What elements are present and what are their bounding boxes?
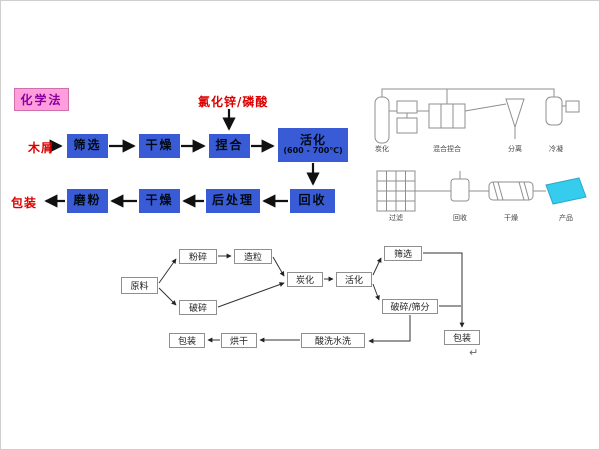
- filter-press: [376, 170, 416, 212]
- activation-title: 活化: [299, 133, 326, 147]
- node-raw-material: 原料: [121, 277, 158, 294]
- dryer-drum: [488, 181, 534, 201]
- step-drying-2: 干燥: [139, 189, 180, 213]
- node-granulate: 造粒: [234, 249, 272, 264]
- node-crush-sieve: 破碎/筛分: [382, 299, 438, 314]
- equipment-label-carbonization: 炭化: [375, 145, 389, 153]
- input-material-label: 木屑: [28, 141, 55, 155]
- kneader-box: [428, 103, 466, 129]
- node-activate: 活化: [336, 272, 372, 287]
- equipment-label-recovery: 回收: [453, 214, 467, 222]
- step-activation: 活化 (600 - 700℃): [278, 128, 348, 162]
- method-label: 化学法: [14, 88, 69, 111]
- step-recovery: 回收: [290, 189, 335, 213]
- phys-flow-arrows: [158, 252, 465, 344]
- step-kneading: 捏合: [209, 134, 250, 158]
- return-arrow-mark: ↵: [469, 346, 479, 359]
- node-packaging-right: 包装: [444, 330, 480, 345]
- equipment-label-product: 产品: [559, 214, 573, 222]
- node-acid-water-wash: 酸洗水洗: [301, 333, 365, 348]
- node-carbonize: 炭化: [287, 272, 323, 287]
- node-pulverize: 粉碎: [179, 249, 217, 264]
- cyclone-separator: [505, 98, 525, 129]
- condenser-tank: [545, 96, 563, 126]
- node-crush: 破碎: [179, 300, 217, 315]
- product-parallelogram: [545, 177, 587, 205]
- equipment-label-filter: 过滤: [389, 214, 403, 222]
- overhead-pipe: [381, 88, 555, 97]
- step-milling: 磨粉: [67, 189, 108, 213]
- step-sieving: 筛选: [67, 134, 108, 158]
- node-oven-dry: 烘干: [221, 333, 257, 348]
- equipment-label-condenser: 冷凝: [549, 145, 563, 153]
- output-packaging-label: 包装: [11, 196, 38, 210]
- carbonization-column: [374, 96, 390, 144]
- reagent-label: 氯化锌/磷酸: [198, 95, 269, 109]
- equipment-label-drying: 干燥: [504, 214, 518, 222]
- equipment-label-kneading: 混合捏合: [433, 145, 461, 153]
- node-sieve: 筛选: [384, 246, 422, 261]
- step-drying-1: 干燥: [139, 134, 180, 158]
- equipment-label-separation: 分离: [508, 145, 522, 153]
- node-packaging-left: 包装: [169, 333, 205, 348]
- activation-temperature: (600 - 700℃): [283, 146, 343, 156]
- step-post-treatment: 后处理: [206, 189, 260, 213]
- recovery-vessel: [450, 178, 470, 202]
